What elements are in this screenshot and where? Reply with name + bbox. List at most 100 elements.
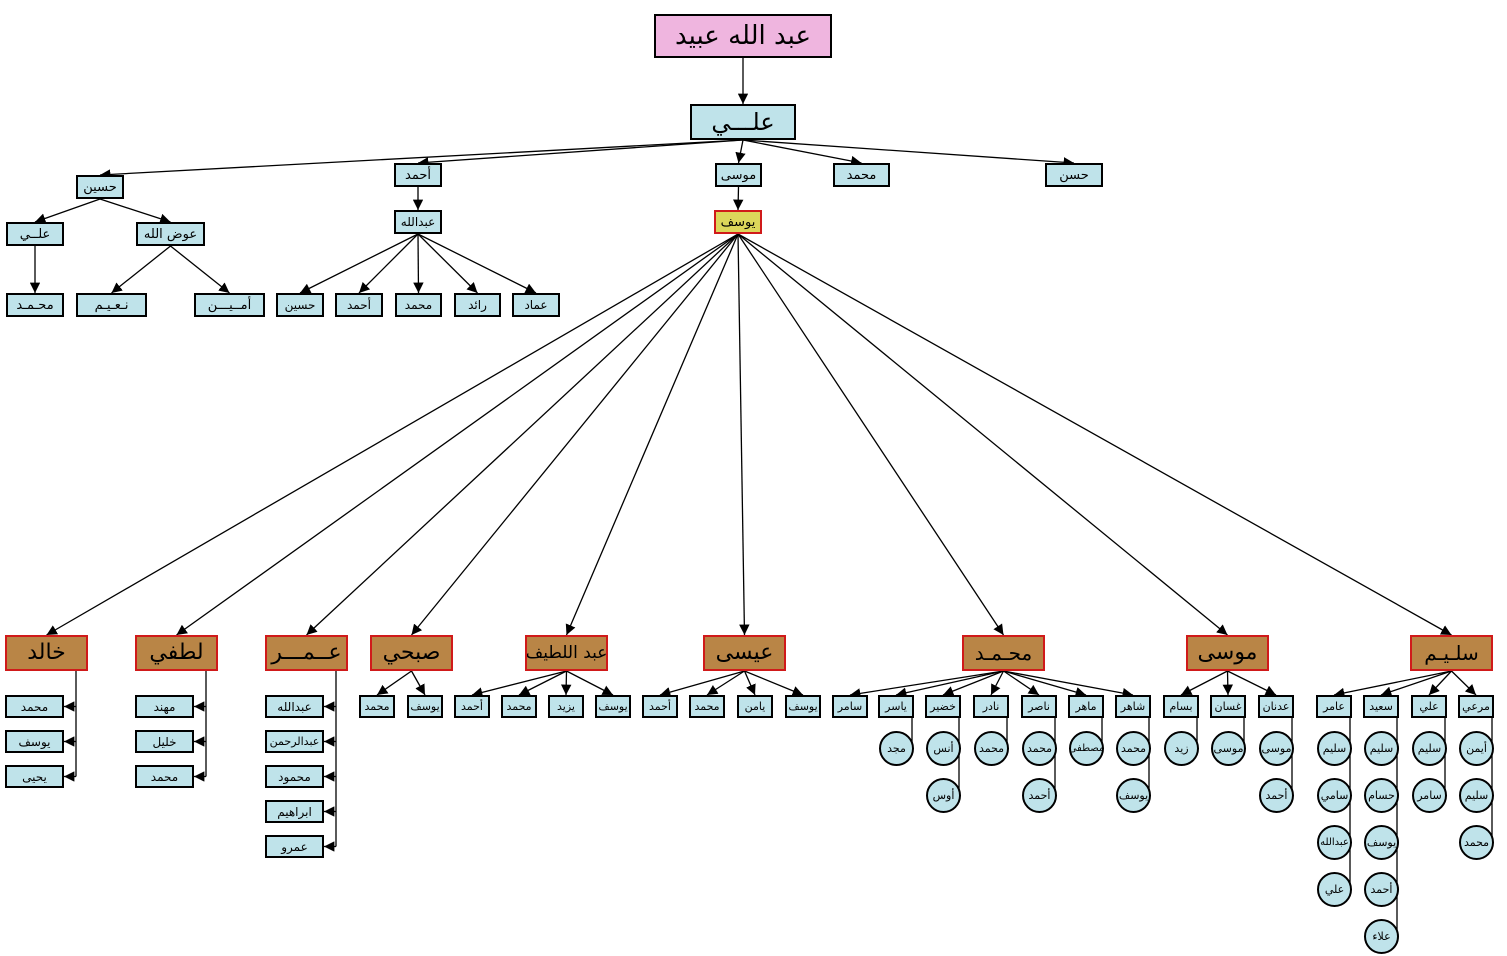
node-mu6: ماهر xyxy=(1068,695,1104,718)
edge-abdullatif-to-al2 xyxy=(518,670,567,696)
edge-saleem-to-sa2 xyxy=(1380,670,1452,697)
node-om4: ابراهيم xyxy=(265,800,324,823)
node-muhammad2: محمد xyxy=(395,293,442,317)
edge-yusuf-to-muhammad-y xyxy=(737,233,1005,636)
node-label: أحمد xyxy=(405,167,431,183)
node-muhammad-a: محمد xyxy=(833,163,890,187)
edge-yusuf-to-saleem xyxy=(737,233,1452,636)
node-lu3: محمد xyxy=(135,765,194,788)
node-label: أنس xyxy=(933,742,954,755)
node-label: حسين xyxy=(83,179,117,195)
node-label: شاهر xyxy=(1120,700,1146,713)
node-mu3: خضير xyxy=(925,695,961,718)
edge-muhammad-y-to-mu6 xyxy=(1003,670,1087,698)
node-label: ناصر xyxy=(1028,700,1050,713)
node-root: عبد الله عبيد xyxy=(654,14,832,58)
edge-abdullatif-to-al3 xyxy=(561,670,572,696)
node-label: ماهر xyxy=(1075,700,1097,713)
node-ms2: غسان xyxy=(1210,695,1246,718)
edge-muhammad-y-to-mu2 xyxy=(895,670,1004,698)
node-ms1a: زيد xyxy=(1164,731,1199,766)
node-label: صبحي xyxy=(382,640,441,665)
node-kh3: يحيى xyxy=(5,765,64,788)
edge-musa-y-to-ms1 xyxy=(1180,670,1228,696)
node-label: محمد xyxy=(364,700,390,713)
edge-musa-y-to-ms3 xyxy=(1227,670,1277,696)
edge-musa-to-yusuf xyxy=(733,186,744,211)
edge-yusuf-to-abdullatif xyxy=(565,233,739,636)
edge-subhi-to-su2 xyxy=(410,670,426,696)
edge-abdullah-to-raed xyxy=(417,233,478,294)
node-ms1: بسام xyxy=(1163,695,1199,718)
node-sa2e: علاء xyxy=(1364,919,1399,954)
node-label: علــي xyxy=(19,226,51,242)
edge-musa-y-to-ms2 xyxy=(1222,670,1233,696)
node-abdullatif: عبد اللطيف xyxy=(525,635,608,671)
node-label: مجد xyxy=(887,742,906,755)
list-connector-omar xyxy=(324,671,337,852)
node-label: أوس xyxy=(932,789,955,802)
node-label: رائد xyxy=(468,298,487,312)
node-label: ياسر xyxy=(885,700,907,713)
node-ms3a: موسى xyxy=(1259,731,1294,766)
edge-yusuf-to-khaled xyxy=(46,233,739,636)
node-omar: عــمـــر xyxy=(265,635,348,671)
edge-yusuf-to-musa-y xyxy=(737,233,1228,636)
node-label: عبدالله xyxy=(277,699,312,714)
node-label: موسى xyxy=(1197,640,1258,665)
node-mu5a: محمد xyxy=(1022,731,1057,766)
node-musa-y: موسى xyxy=(1186,635,1269,671)
list-connector-mu5 xyxy=(1046,718,1057,801)
node-is4: يوسف xyxy=(785,695,821,718)
node-sa4c: محمد xyxy=(1459,825,1494,860)
node-is1: أحمد xyxy=(642,695,678,718)
node-label: سليم xyxy=(1369,742,1394,755)
node-label: سامر xyxy=(1417,789,1442,802)
node-label: سليم xyxy=(1417,742,1442,755)
node-is2: محمد xyxy=(689,695,725,718)
node-label: سليم xyxy=(1464,789,1489,802)
edge-muhammad-y-to-mu4 xyxy=(990,670,1005,696)
list-connector-lutfi xyxy=(194,671,207,782)
node-mu7: شاهر xyxy=(1115,695,1151,718)
node-label: يوسف xyxy=(410,700,440,713)
node-om1: عبدالله xyxy=(265,695,324,718)
node-label: محمد xyxy=(1463,836,1490,849)
node-label: زيد xyxy=(1174,742,1189,755)
node-mu5b: أحمد xyxy=(1022,778,1057,813)
edge-abdullah-to-husain2 xyxy=(299,233,419,294)
edge-subhi-to-su1 xyxy=(376,670,412,696)
node-sa2a: سليم xyxy=(1364,731,1399,766)
node-sa1c: عبدالله xyxy=(1317,825,1352,860)
node-label: نـعـيـم xyxy=(94,297,129,313)
edge-awad-to-ameen xyxy=(170,245,230,294)
node-label: يحيى xyxy=(22,769,47,784)
node-label: أحمد xyxy=(649,700,671,713)
node-label: حسن xyxy=(1059,167,1089,183)
node-label: علـــي xyxy=(711,108,775,136)
node-label: عامر xyxy=(1323,700,1345,713)
edge-ali-to-musa xyxy=(735,139,746,164)
node-al1: أحمد xyxy=(454,695,490,718)
edge-ali-to-ahmad xyxy=(417,139,744,168)
node-label: بسام xyxy=(1169,700,1193,713)
list-connector-mu7 xyxy=(1140,718,1151,801)
list-connector-sa3 xyxy=(1436,718,1447,801)
edge-yusuf-to-subhi xyxy=(410,233,739,636)
edge-abdullah-to-ahmad2 xyxy=(358,233,419,294)
node-raed: رائد xyxy=(454,293,501,317)
node-label: عبدالرحمن xyxy=(269,735,320,748)
node-sa1b: سامي xyxy=(1317,778,1352,813)
edge-muhammad-y-to-mu1 xyxy=(849,670,1004,699)
node-ameen: أمــيـــن xyxy=(194,293,265,317)
node-label: عبد اللطيف xyxy=(525,642,608,663)
node-muhammad-ali2: محـمـد xyxy=(6,293,64,317)
node-al2: محمد xyxy=(501,695,537,718)
node-mu3a: أنس xyxy=(926,731,961,766)
node-label: عوض الله xyxy=(143,226,198,242)
node-lu1: مهند xyxy=(135,695,194,718)
node-label: مهند xyxy=(153,699,176,714)
node-sa1: عامر xyxy=(1316,695,1352,718)
node-label: مصطفى xyxy=(1069,742,1104,754)
node-label: محـمـد xyxy=(974,641,1033,665)
